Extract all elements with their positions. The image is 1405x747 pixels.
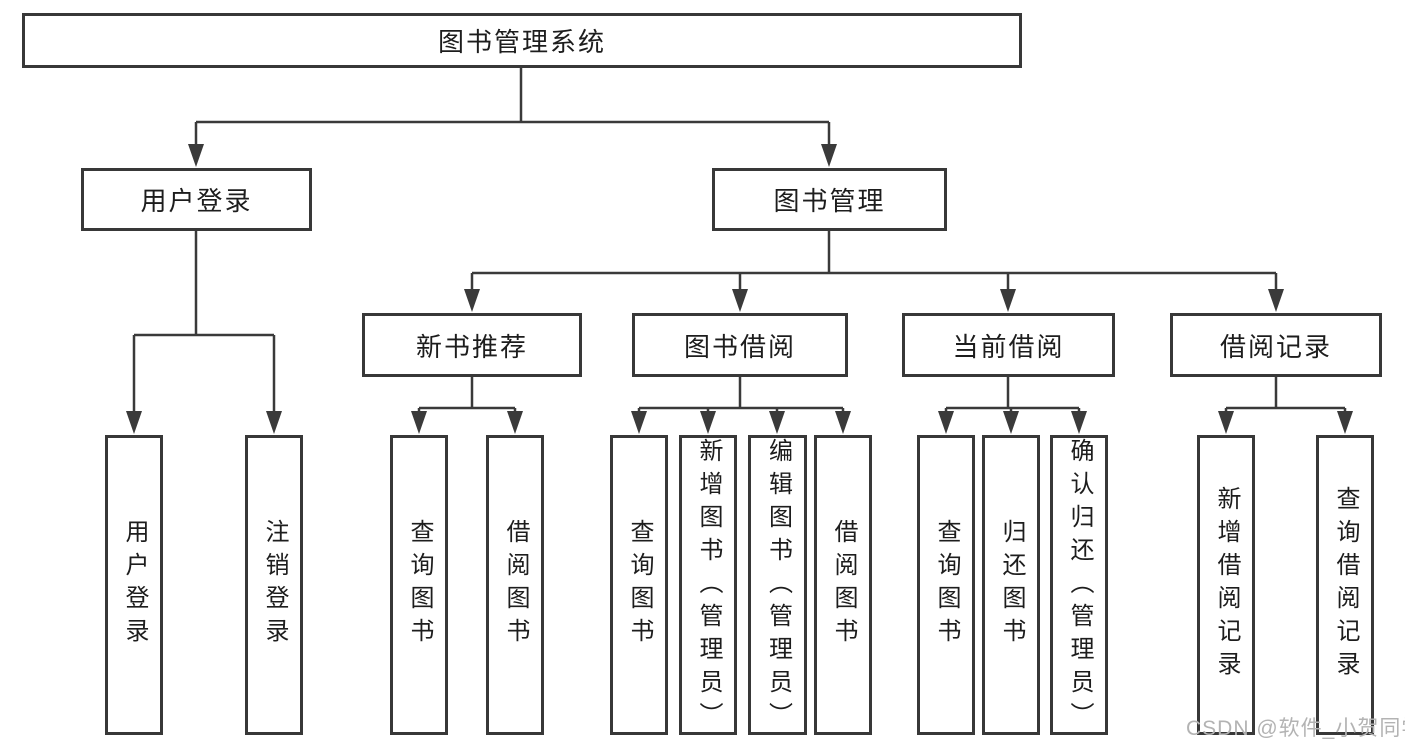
node-logout: 注销登录: [245, 435, 303, 735]
node-borrowing-records: 借阅记录: [1170, 313, 1382, 377]
watermark: CSDN @软件_小贺同学: [1186, 717, 1405, 740]
node-user-login: 用户登录: [105, 435, 163, 735]
arrow-down-icons: [126, 144, 1353, 434]
node-current-borrowing: 当前借阅: [902, 313, 1115, 377]
node-new-book-recommend: 新书推荐: [362, 313, 582, 377]
node-query-books-1: 查询图书: [390, 435, 448, 735]
node-return-book: 归还图书: [982, 435, 1040, 735]
node-add-borrow-record: 新增借阅记录: [1197, 435, 1255, 735]
node-add-book-admin: 新增图书（管理员）: [679, 435, 737, 735]
node-book-borrowing: 图书借阅: [632, 313, 848, 377]
node-confirm-return-admin: 确认归还（管理员）: [1050, 435, 1108, 735]
node-user-login-branch: 用户登录: [81, 168, 312, 231]
node-query-books-2: 查询图书: [610, 435, 668, 735]
node-query-borrow-record: 查询借阅记录: [1316, 435, 1374, 735]
node-edit-book-admin: 编辑图书（管理员）: [748, 435, 807, 735]
node-library-management-system: 图书管理系统: [22, 13, 1022, 68]
connector-segments: [132, 68, 1347, 413]
node-book-management: 图书管理: [712, 168, 947, 231]
node-borrow-books-1: 借阅图书: [486, 435, 544, 735]
node-query-books-3: 查询图书: [917, 435, 975, 735]
node-borrow-books-2: 借阅图书: [814, 435, 872, 735]
